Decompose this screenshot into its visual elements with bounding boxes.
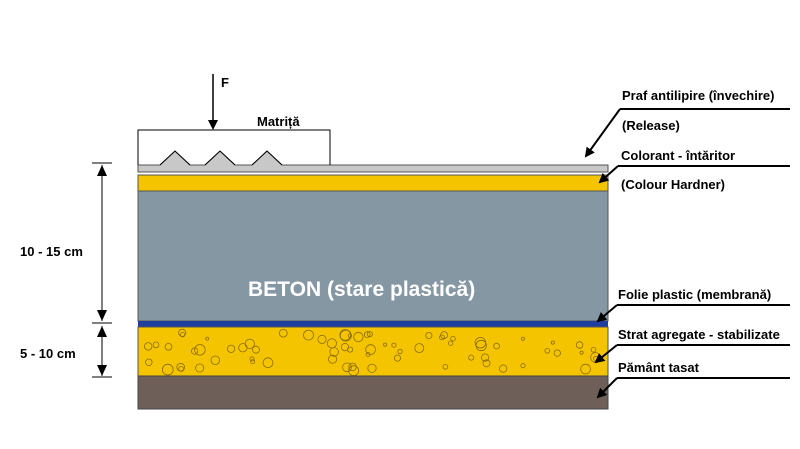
aggregate-particle [439,334,445,341]
callout-membrane [596,304,790,323]
aggregate-particle [575,341,584,349]
aggregate-particle [339,329,352,341]
aggregate-particle [579,350,584,355]
aggregate-particle [278,328,288,338]
callout-release-line1: Praf antilipire (învechire) [622,88,774,103]
dimension-upper-label: 10 - 15 cm [20,244,83,259]
callout-release [584,108,790,158]
aggregate-particle [317,334,327,344]
aggregate-particle [520,363,526,369]
aggregate-particle [442,363,449,370]
aggregate-particle [391,342,397,348]
soil-layer [137,375,609,410]
callout-aggregate-label: Strat agregate - stabilizate [618,327,780,342]
mold [137,129,331,166]
aggregate-particle [143,342,153,351]
aggregate-particle [499,364,508,373]
aggregate-particle [162,363,174,376]
aggregate-particle [393,354,401,362]
aggregate-particle [544,347,551,354]
callout-membrane-label: Folie plastic (membrană) [618,287,771,302]
aggregate-particle [244,338,255,349]
aggregate-particle [250,359,256,365]
aggregate-particle [191,347,199,355]
aggregate-particle [590,346,597,353]
dimension-upper [92,162,112,324]
aggregate-particle [164,342,173,351]
aggregate-particle [303,329,314,341]
aggregate-particle [342,362,352,373]
dimension-lower [92,326,112,378]
callout-soil [596,377,790,399]
aggregate-particle [450,336,456,342]
aggregate-particle [152,341,160,349]
aggregate-particle [482,359,491,368]
aggregate-particle [414,343,425,354]
callout-hardener-line2: (Colour Hardner) [621,177,725,192]
aggregate-particle [550,340,555,345]
aggregate-particle [480,353,490,362]
aggregate-particle [249,356,255,362]
aggregate-particle [367,363,377,373]
hardener-layer [137,174,609,192]
aggregate-particle [252,345,260,354]
dimension-lower-label: 5 - 10 cm [20,346,76,361]
aggregate-particle [178,366,185,372]
aggregate-particle [262,357,274,369]
aggregate-particle [475,339,487,352]
concrete-layer [137,190,609,322]
aggregate-particle [227,344,236,353]
aggregate-particle [145,358,153,366]
membrane-layer [138,321,608,327]
aggregate-layer [137,326,609,377]
aggregate-particle [210,355,221,366]
callout-soil-label: Pământ tasat [618,360,700,375]
aggregate-particle [205,336,210,341]
aggregate-particle [328,354,338,364]
callout-hardener [598,165,790,184]
aggregate-particle [340,342,350,352]
aggregate-particle [448,340,454,346]
aggregate-particle [363,331,371,338]
mold-label: Matriță [257,114,300,129]
aggregate-particles [143,328,601,377]
callout-release-line2: (Release) [622,118,680,133]
callout-aggregate [594,344,790,364]
aggregate-particle [468,354,475,361]
aggregate-particle [520,336,525,341]
aggregate-particle [553,349,561,357]
force-label: F [221,75,229,90]
aggregate-particle [365,344,376,355]
aggregate-particle [180,332,186,338]
aggregate-particle [425,331,433,339]
concrete-label: BETON (stare plastică) [248,278,475,301]
aggregate-particle [366,331,373,338]
callout-hardener-line1: Colorant - întăritor [621,148,735,163]
aggregate-particle [353,331,364,343]
aggregate-particle [383,342,388,347]
aggregate-particle [195,363,205,373]
aggregate-particle [493,342,500,350]
aggregate-particle [194,344,206,356]
aggregate-particle [580,363,591,375]
aggregate-particle [329,347,339,357]
aggregate-particle [397,348,403,355]
aggregate-particle [178,328,187,337]
